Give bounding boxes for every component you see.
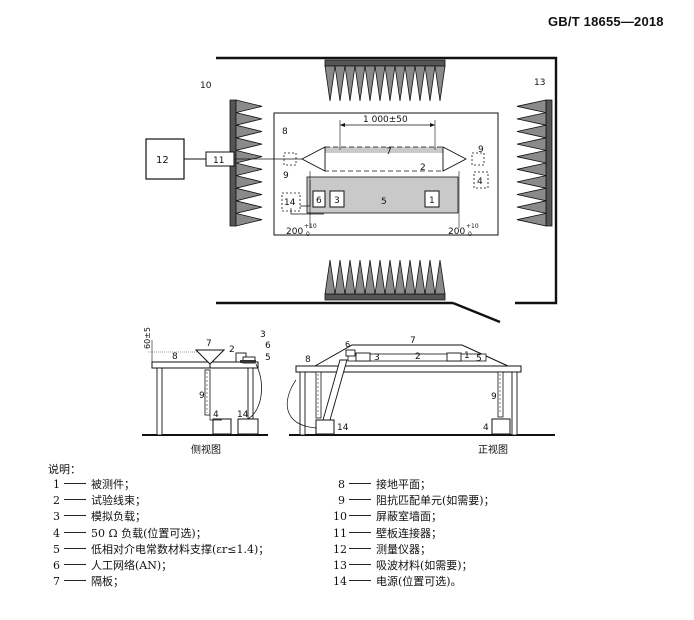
svg-text:6: 6: [265, 341, 271, 351]
legend-title: 说明：: [48, 463, 81, 476]
shielded-room-wall: [216, 56, 558, 305]
svg-text:5: 5: [265, 353, 271, 363]
dimension-left: 200: [286, 227, 303, 237]
svg-text:2: 2: [420, 163, 426, 173]
svg-text:3: 3: [334, 196, 340, 206]
harness-shade: [325, 147, 443, 153]
top-view: 1 000±50 10 13 8 7 2 9 9: [145, 56, 558, 324]
svg-text:14: 14: [237, 410, 249, 420]
svg-text:11: 11: [213, 156, 224, 166]
svg-text:9: 9: [283, 171, 289, 181]
svg-text:4: 4: [483, 423, 489, 433]
front-view: 7 8 6 3 2 1 5 9 14 4 正视图: [286, 336, 555, 456]
svg-text:10: 10: [200, 81, 212, 91]
svg-text:3: 3: [374, 353, 380, 363]
svg-text:9: 9: [478, 145, 484, 155]
svg-text:5: 5: [476, 354, 482, 364]
device-under-test: [424, 190, 440, 208]
svg-text:5: 5: [381, 197, 387, 207]
front-table-top: [295, 365, 522, 373]
absorber-left: [229, 99, 263, 227]
svg-text:+10: +10: [304, 223, 317, 230]
svg-text:4: 4: [477, 177, 483, 187]
dimension-length: 1 000±50: [363, 115, 408, 125]
svg-text:4: 4: [213, 410, 219, 420]
svg-text:60±5: 60±5: [143, 327, 152, 349]
artificial-network: [312, 190, 326, 208]
svg-text:9: 9: [199, 391, 205, 401]
front-partition: [313, 344, 509, 367]
svg-text:0: 0: [306, 231, 310, 238]
standard-code: GB/T 18655—2018: [548, 14, 664, 29]
simulated-load: [329, 190, 345, 208]
shielded-room-door: [452, 301, 501, 324]
svg-text:8: 8: [305, 355, 311, 365]
svg-text:6: 6: [316, 196, 322, 206]
side-view: 60±5 7 8 2 3 6 5 9 4 14 侧视图: [142, 327, 271, 456]
svg-text:1: 1: [429, 196, 435, 206]
svg-text:9: 9: [491, 392, 497, 402]
absorber-bottom: [324, 259, 446, 301]
svg-text:7: 7: [386, 147, 392, 157]
absorber-top: [324, 59, 446, 102]
svg-text:2: 2: [229, 345, 235, 355]
side-view-caption: 侧视图: [191, 443, 221, 456]
impedance-cone-right: [442, 146, 467, 172]
absorber-right: [516, 99, 553, 227]
svg-text:14: 14: [284, 198, 296, 208]
svg-text:+10: +10: [466, 223, 479, 230]
svg-text:0: 0: [468, 231, 472, 238]
svg-text:6: 6: [345, 340, 350, 349]
svg-text:12: 12: [156, 155, 169, 166]
dimension-right: 200: [448, 227, 465, 237]
svg-text:14: 14: [337, 423, 349, 433]
svg-text:13: 13: [534, 78, 545, 88]
side-partition: [194, 349, 226, 365]
svg-text:1: 1: [464, 351, 470, 361]
svg-text:7: 7: [206, 339, 212, 349]
side-table-top: [151, 361, 259, 369]
svg-text:8: 8: [172, 352, 178, 362]
svg-text:3: 3: [260, 330, 266, 340]
ground-plane: [273, 112, 499, 236]
front-view-caption: 正视图: [478, 443, 508, 456]
impedance-cone-left: [301, 146, 326, 172]
svg-text:2: 2: [415, 352, 421, 362]
svg-text:7: 7: [410, 336, 416, 346]
svg-text:8: 8: [282, 127, 288, 137]
